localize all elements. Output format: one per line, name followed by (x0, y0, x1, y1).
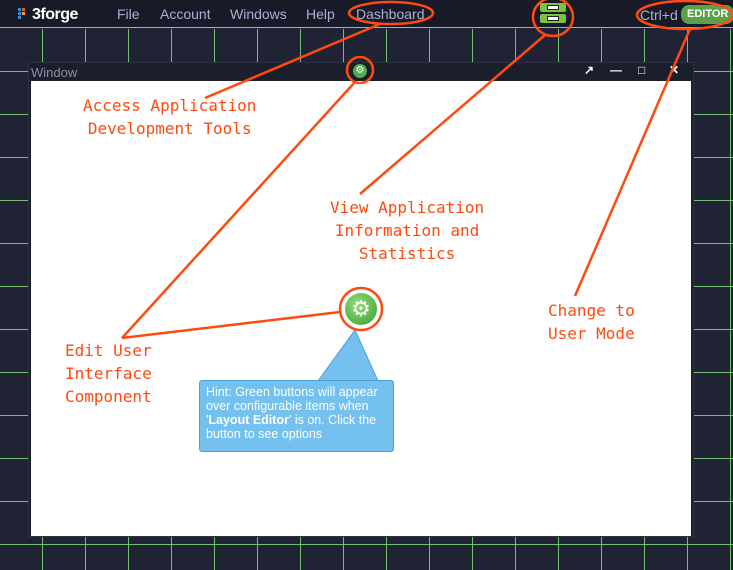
app-info-button[interactable] (540, 3, 566, 25)
menu-dashboard[interactable]: Dashboard (356, 6, 425, 22)
logo-icon (18, 8, 29, 22)
hint-text-end: ' is on. Click the button to see options (206, 413, 377, 441)
app-info-icon-top (540, 3, 566, 12)
hint-bold: Layout Editor (208, 413, 289, 427)
shortcut-label: Ctrl+d (640, 7, 678, 23)
window-settings-gear-icon[interactable]: ⚙ (353, 64, 367, 78)
menu-account[interactable]: Account (160, 6, 211, 22)
menu-help[interactable]: Help (306, 6, 335, 22)
logo: 3forge (18, 6, 78, 24)
annotation-edit-ui: Edit User Interface Component (65, 341, 152, 406)
close-button[interactable]: ✕ (669, 63, 680, 77)
annotation-app-info: View Application Information and Statist… (330, 198, 485, 263)
users-icon (540, 14, 566, 23)
logo-text: 3forge (32, 6, 78, 23)
menu-file[interactable]: File (117, 6, 140, 22)
annotation-user-mode: Change to User Mode (548, 301, 635, 343)
popout-button[interactable]: ↗ (584, 63, 595, 77)
menu-windows[interactable]: Windows (230, 6, 287, 22)
top-menu-bar: 3forge File Account Windows Help Dashboa… (0, 0, 733, 28)
window-title: Window (31, 65, 78, 80)
annotation-dev-tools: Access Application Development Tools (83, 96, 257, 138)
hint-tooltip: Hint: Green buttons will appear over con… (199, 380, 394, 452)
hint-text: Hint: Green buttons will appear over con… (206, 385, 378, 427)
editor-mode-toggle[interactable]: EDITOR (681, 5, 733, 24)
edit-component-gear-icon[interactable]: ⚙ (345, 293, 377, 325)
maximize-button[interactable]: □ (638, 63, 646, 77)
minimize-button[interactable]: — (610, 63, 622, 77)
